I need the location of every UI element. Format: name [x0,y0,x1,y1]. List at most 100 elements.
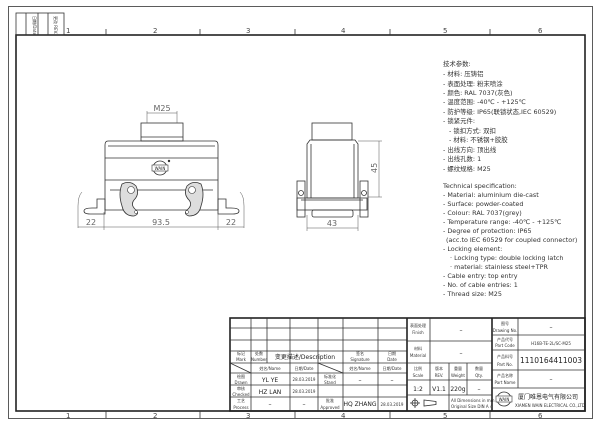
dim-height: 45 [370,163,379,173]
scale-en: Scale [413,373,424,378]
weight-en: Weight [451,373,465,378]
checked-date: 28.03.2019 [293,389,316,394]
zone-bottom-3: 3 [246,412,250,420]
approved-name: HQ ZHANG [343,401,376,408]
qty-value: – [478,386,481,393]
zone-bottom-2: 2 [153,412,157,420]
material-cn: 材料 [414,345,422,351]
drawing-no-en: Drawing No. [493,328,518,333]
part-no-value: 1110164411003 [520,356,582,365]
side-view: 45 43 [296,122,382,231]
process-en: Process [233,405,248,410]
spec-cn-line: - 螺纹规格: M25 [443,164,491,173]
drawn-en: Drawn [235,380,248,385]
spec-cn-line: - 颜色: RAL 7037(灰色) [443,88,512,97]
rev-en: REV. [435,373,444,378]
spec-en-line: - Colour: RAL 7037(grey) [443,209,522,217]
checked-cn: 审核 [237,385,245,391]
drawn-cn: 绘图 [237,373,245,379]
company-name-cn: 厦门唯恩电气有限公司 [518,393,578,401]
dim-foot-right: 22 [226,218,236,227]
spec-en-line: - Surface: powder-coated [443,200,523,208]
rev-value: V1.1 [432,386,446,393]
rev-cn: 版本 [435,365,443,371]
spec-en-line: · Locking type: double locking latch [450,254,563,262]
material-en: Material [410,353,426,358]
process-date: – [303,401,306,408]
company-name-en: XIAMEN WAIN ELECTRICAL CO.,LTD [515,403,585,408]
revision-date-label: 日期/Date [32,16,38,35]
number-cn: 处数 [255,350,263,356]
zone-bottom-4: 4 [341,412,346,420]
finish-cn: 表面处理 [410,322,426,328]
drawn-name: YL YE [261,377,279,384]
mark-cn: 标记 [237,350,245,356]
description-header: 变更描述/Description [275,353,335,361]
dim-width: 93.5 [152,218,170,227]
side-hood-body [306,139,359,199]
checked-en: Checked [232,392,250,397]
zone-top-6: 6 [538,27,543,35]
spec-cn-line: - 表面处理: 粉末喷涂 [443,79,503,88]
signature-en: Signature [350,357,370,362]
spec-en: Technical specification: - Material: alu… [442,182,577,298]
approved-en: Approved [320,405,340,410]
name-header-2: 姓名/Name [349,365,371,371]
cable-gland [140,122,184,142]
original-size-note: Original Size DIN A 4 [451,404,493,409]
dimensions-note: All Dimensions in mm [451,398,495,403]
stand-en: Stand [324,380,336,385]
spec-cn-line: - 锁扣方式: 双扣 [449,126,496,135]
spec-en-line: (acc.to IEC 60529 for coupled connector) [446,236,577,244]
material-value: – [460,350,463,357]
spec-cn-line: - 出线方向: 顶出线 [443,145,497,154]
spec-cn-line: - 材料: 不锈钢+胶胶 [449,135,508,144]
dim-foot-left: 22 [86,218,96,227]
side-cable-gland [311,122,353,141]
finish-value: – [460,327,463,334]
part-no-en: Part No. [497,362,513,367]
spec-en-line: - Material: aluminium die-cast [443,191,539,199]
spec-en-title: Technical specification: [442,182,517,190]
spec-en-line: - Degree of protection: IP65 [443,227,532,235]
zone-bottom-5: 5 [443,412,447,420]
side-latch-left [296,180,306,218]
dim-thread: M25 [153,104,170,113]
spec-cn-line: - 出线孔数: 1 [443,154,481,163]
finish-en: Finish [412,330,424,335]
title-block: 标记 Mark 处数 Number 变更描述/Description 签名 Si… [229,317,586,412]
drawing-no-value: – [550,324,553,331]
zone-bottom-6: 6 [538,412,543,420]
zone-bottom-1: 1 [66,412,70,420]
spec-cn-line: - 防护等级: IP65(联锁状态,IEC 60529) [443,107,556,116]
weight-cn: 重量 [454,365,462,371]
spec-en-line: - No. of cable entries: 1 [443,281,518,289]
revision-box: 日期/Date 更改 REV. [15,12,65,35]
scale-cn: 比例 [414,365,422,371]
zone-top-1: 1 [66,27,70,35]
process-name: – [269,401,272,408]
zone-top-2: 2 [153,27,157,35]
part-code-cn: 产品代号 [497,336,513,342]
outer-frame [8,6,593,419]
svg-text:WAIN: WAIN [155,166,166,171]
date-en: Date [387,357,397,362]
mark-en: Mark [236,357,247,362]
spec-cn-title: 技术参数: [443,59,471,68]
stand-cn: 标准化 [324,373,336,379]
approved-cn: 批准 [326,397,334,403]
spec-cn-line: - 锁紧元件: [443,116,475,125]
qty-cn: 数量 [475,365,483,371]
spec-en-line: - Locking element: [443,245,502,253]
drawn-date: 28.03.2019 [293,377,316,382]
part-name-value: – [550,376,553,383]
stand-date: – [391,377,394,384]
signature-cn: 签名 [356,350,364,356]
date-header-2: 日期/Date [383,365,402,371]
spec-cn: 技术参数: - 材料: 压铸铝 - 表面处理: 粉末喷涂 - 颜色: RAL 7… [443,59,556,173]
part-code-value: H16B-TE-2L/SC-M25 [531,341,571,346]
spec-en-line: - Cable entry: top entry [443,272,518,280]
revision-rev-label: 更改 REV. [53,16,59,34]
approved-date: 28.03.2019 [381,402,404,407]
zone-marks: 1 2 3 4 5 6 1 2 3 4 5 6 [66,27,543,420]
